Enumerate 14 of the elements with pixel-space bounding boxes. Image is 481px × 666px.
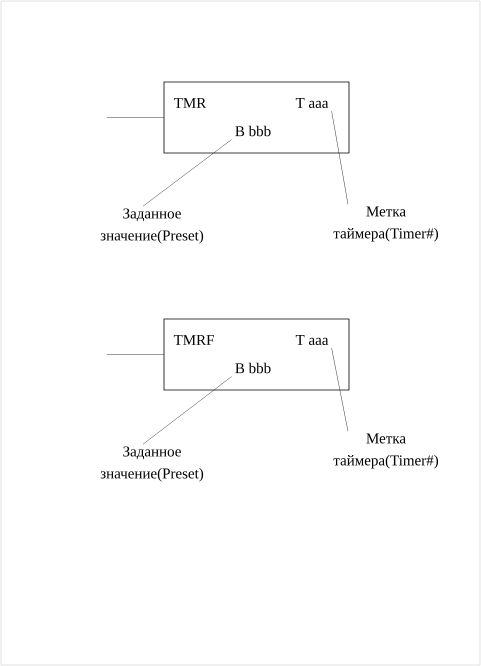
input-line [106, 117, 164, 118]
callout-text: Заданное значение(Preset) [100, 208, 204, 244]
operand-text: T aaa [296, 98, 328, 108]
leader-line [331, 111, 348, 204]
leader-line [331, 348, 348, 432]
operand-text: B bbb [235, 126, 271, 136]
leader-line [142, 376, 232, 444]
operand-text: B bbb [235, 362, 271, 374]
callout-text: Заданное значение(Preset) [100, 446, 204, 482]
callout-text: Метка таймера(Timer#) [334, 434, 438, 469]
input-line [106, 354, 164, 355]
callout-text: Метка таймера(Timer#) [334, 206, 438, 242]
leader-line [142, 139, 232, 206]
operand-text: T aaa [296, 335, 328, 345]
